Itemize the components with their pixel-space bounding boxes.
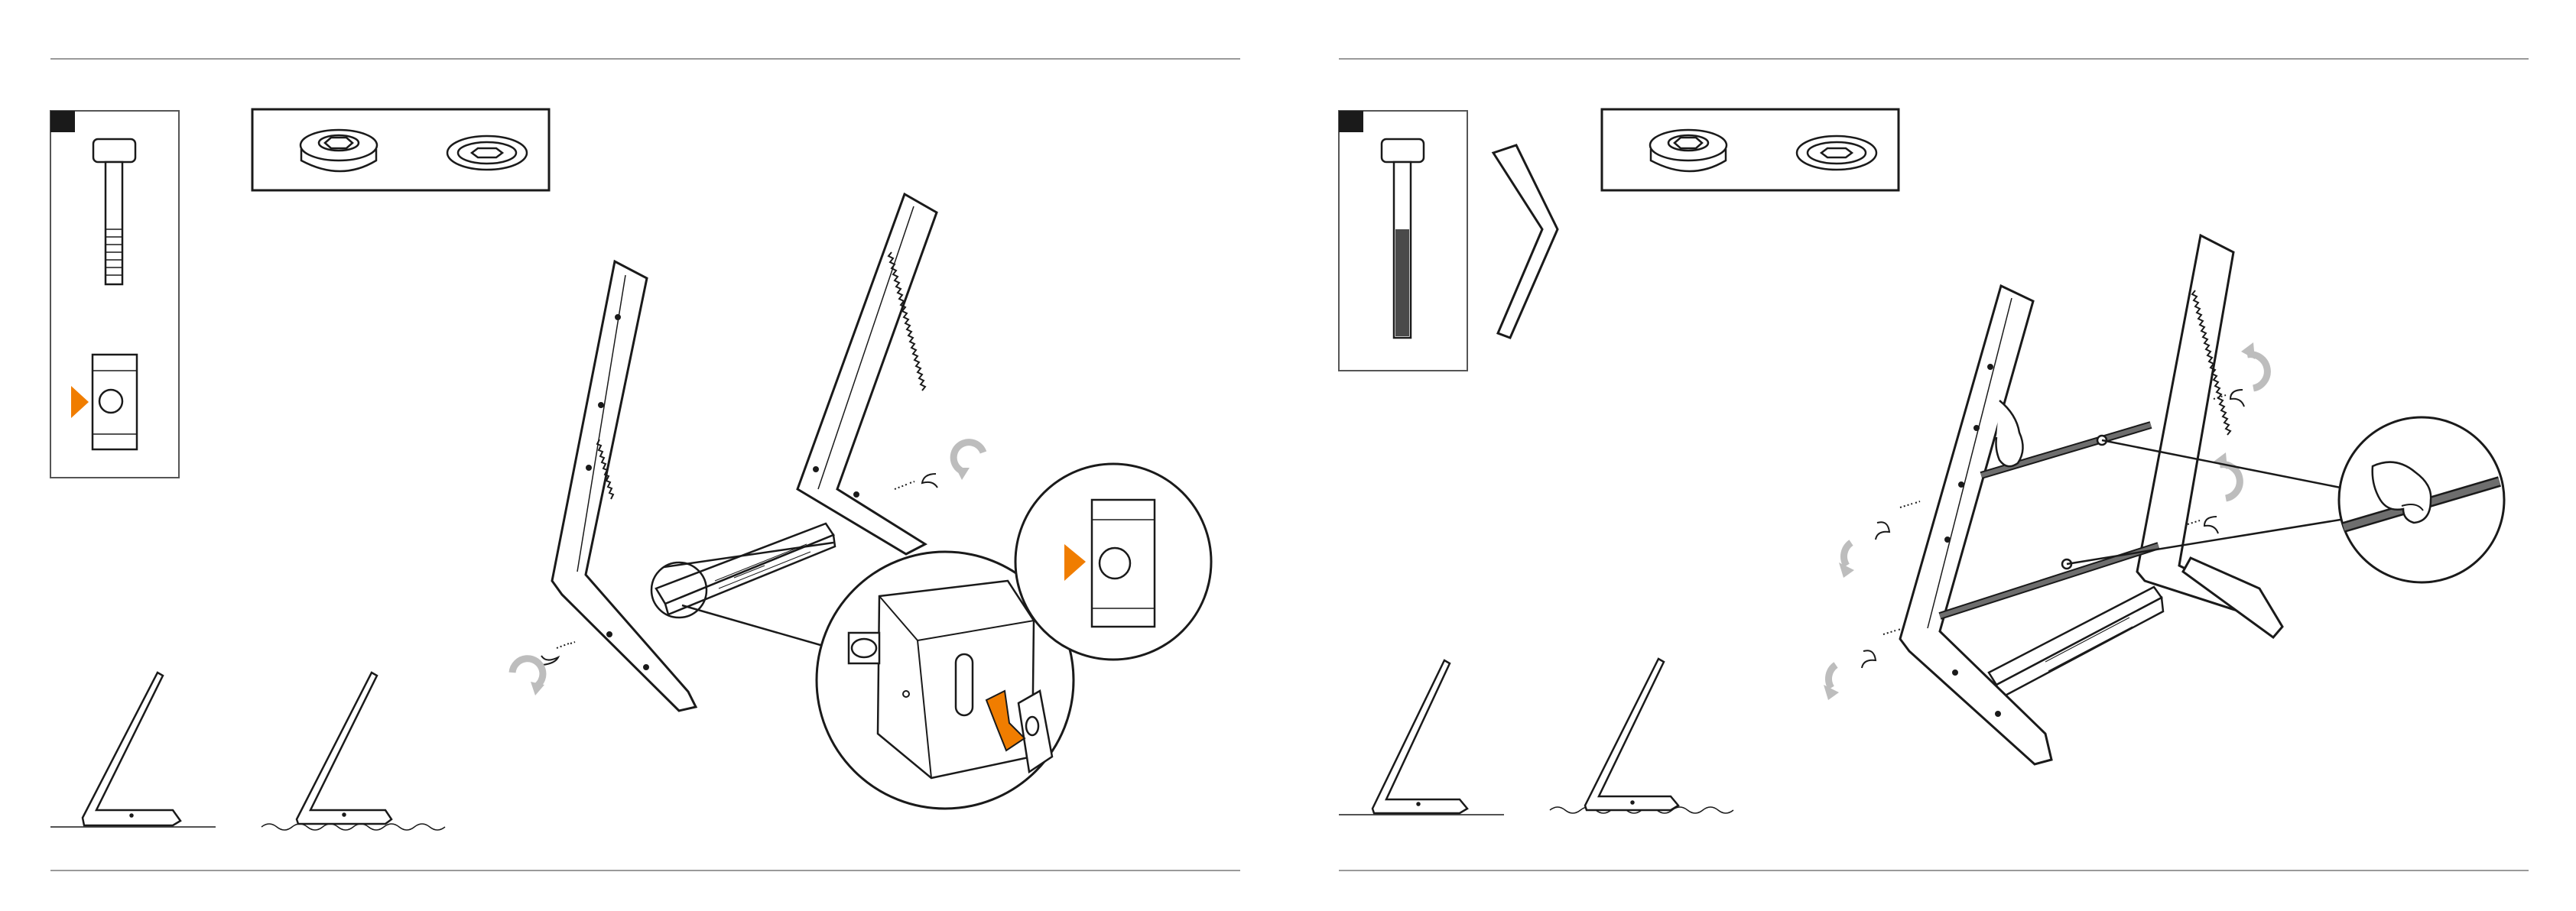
parts-box: [50, 111, 179, 478]
parts-box: [1339, 111, 1467, 371]
washer-icon: [300, 130, 377, 171]
side-frame-front: [1900, 286, 2051, 764]
cover-cap-icon: [447, 136, 527, 170]
rear-crossbar: [656, 524, 835, 614]
side-frame-front: [552, 261, 696, 711]
screw-left: [541, 642, 575, 665]
hand-on-frame: [1996, 400, 2023, 466]
cover-cap-icon: [1797, 136, 1876, 170]
barrel-nut-icon: [93, 355, 137, 449]
left-illustration: [0, 0, 1288, 911]
floor-level-chair-position: [1339, 660, 1504, 815]
right-page: [1288, 0, 2576, 911]
screw-right: [895, 474, 937, 489]
rug-level-chair-position: [261, 673, 445, 830]
allen-key-icon: [1493, 145, 1558, 338]
left-page: [0, 0, 1288, 911]
tool-box: [1602, 109, 1899, 190]
right-illustration: [1288, 0, 2576, 911]
side-frame-rear: [797, 194, 937, 554]
rug-level-chair-position: [1550, 659, 1733, 813]
barrel-nut-inset: [1015, 464, 1211, 660]
floor-level-chair-position: [50, 673, 216, 827]
washer-icon: [1650, 130, 1727, 171]
bottom-crossbar: [1989, 587, 2163, 699]
hand-holding-rod-detail: [2339, 417, 2504, 582]
tool-box: [252, 109, 549, 190]
